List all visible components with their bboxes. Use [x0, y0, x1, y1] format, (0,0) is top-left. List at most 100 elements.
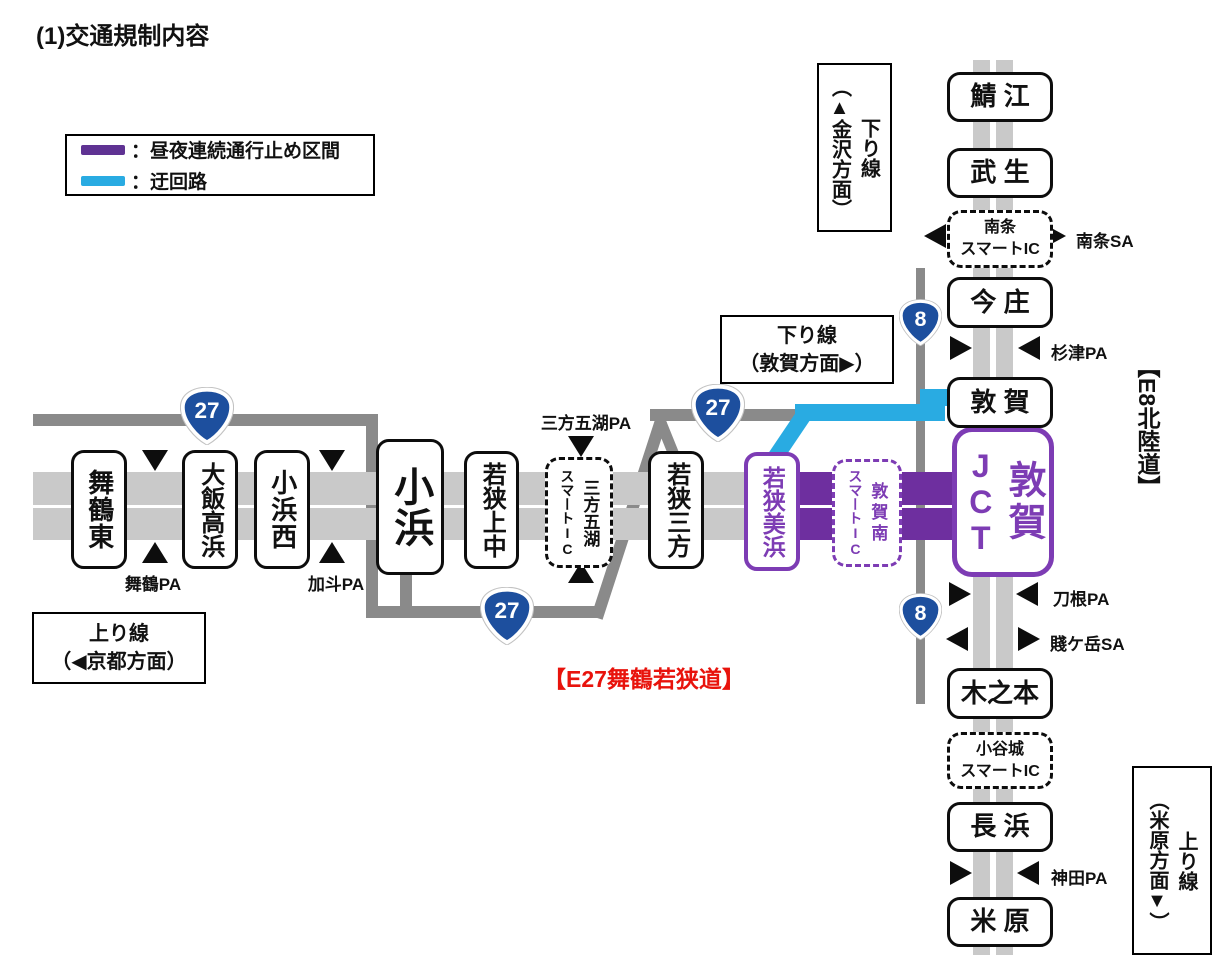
kanda-pa-right-triangle-icon	[1017, 861, 1039, 885]
ic-label: 若狭三方	[662, 462, 690, 558]
route27-number: 27	[705, 395, 730, 420]
direction-text: 上り線 （米原方面▼）	[1143, 776, 1201, 946]
tone-pa-left-triangle-icon	[949, 582, 971, 606]
jct-label: 敦賀	[1002, 460, 1045, 544]
smart-ic-label-sub: スマートIC	[847, 469, 864, 557]
route27-badge-icon: 27	[180, 387, 234, 445]
route8-number: 8	[915, 601, 927, 625]
legend-detour-label: ：迂回路	[131, 172, 208, 193]
legend-closure-label: ：昼夜連続通行止め区間	[131, 141, 341, 162]
direction-line1: 下り線	[857, 117, 880, 178]
jct-label-sub: JCT	[962, 448, 999, 556]
route27-badge-icon: 27	[691, 384, 745, 442]
ic-label: 木之本	[960, 677, 1039, 708]
direction-box-maibara: 上り線 （米原方面▼）	[1132, 766, 1212, 955]
route8-badge-icon: 8	[899, 593, 942, 640]
ic-box-nagahama: 長 浜	[947, 802, 1053, 852]
mikatagoko-pa-label: 三方五湖PA	[540, 414, 632, 433]
maizuru-pa-label: 舞鶴PA	[124, 575, 182, 594]
route27-road-obama-spur	[400, 566, 412, 618]
ic-box-wakasa-mikata: 若狭三方	[648, 451, 704, 569]
route8-number: 8	[915, 307, 927, 331]
ic-box-tsuruga: 敦 賀	[947, 377, 1053, 428]
ic-label: 武 生	[970, 157, 1030, 188]
ic-box-wakasa-kaminaka: 若狭上中	[464, 451, 519, 569]
suizu-pa-right-triangle-icon	[1018, 336, 1040, 360]
kato-pa-up-triangle-icon	[319, 542, 345, 563]
direction-line2: （▲金沢方面）	[828, 76, 851, 219]
smart-ic-label: 南条	[983, 219, 1016, 237]
smart-ic-label-sub: スマートIC	[960, 762, 1040, 780]
detour-swatch-icon	[81, 175, 125, 186]
smart-ic-box-tsuruga-minami: スマートIC 敦賀南	[832, 459, 902, 567]
legend-box: ：昼夜連続通行止め区間 ：迂回路	[65, 134, 375, 196]
mikatagoko-pa-down-triangle-icon	[568, 436, 594, 457]
tone-pa-label: 刀根PA	[1053, 590, 1110, 609]
smart-ic-box-odanijo: 小谷城 スマートIC	[947, 732, 1053, 789]
direction-box-tsuruga: 下り線 （敦賀方面▶）	[720, 315, 894, 384]
direction-line1: 上り線	[1175, 830, 1197, 891]
ic-box-obama: 小浜	[376, 439, 444, 575]
route27-number: 27	[194, 398, 219, 423]
ic-box-maizuru-higashi: 舞鶴東	[71, 450, 127, 569]
kato-pa-label: 加斗PA	[307, 575, 365, 594]
route8-badge-icon: 8	[899, 299, 942, 346]
suizu-pa-left-triangle-icon	[950, 336, 972, 360]
smart-ic-box-nanjo: 南条 スマートIC	[947, 210, 1053, 268]
ic-box-kinomoto: 木之本	[947, 668, 1053, 719]
ic-label: 今 庄	[970, 286, 1030, 317]
direction-line1: 上り線	[89, 623, 149, 645]
ic-box-sabae: 鯖 江	[947, 72, 1053, 122]
direction-line2: （◀京都方面）	[51, 651, 187, 673]
nanjo-left-triangle-icon	[924, 224, 946, 248]
ic-box-imajo: 今 庄	[947, 277, 1053, 328]
shizugatake-sa-left-triangle-icon	[946, 627, 968, 651]
kanda-pa-left-triangle-icon	[950, 861, 972, 885]
smart-ic-box-mikatagoko: スマートIC 三方五湖	[545, 457, 613, 568]
legend-detour-row: ：迂回路	[81, 167, 373, 194]
smart-ic-label: 三方五湖	[580, 478, 600, 547]
ic-label: 舞鶴東	[84, 469, 115, 550]
ic-label: 大飯高浜	[196, 461, 224, 558]
ic-label: 若狭美浜	[759, 465, 786, 558]
maizuru-pa-up-triangle-icon	[142, 542, 168, 563]
ic-label: 小浜西	[267, 469, 298, 550]
direction-box-kyoto: 上り線 （◀京都方面）	[32, 612, 206, 684]
e8-route-name: 【E8北陸道】	[1134, 355, 1160, 499]
ic-label: 長 浜	[970, 811, 1030, 842]
route27-number: 27	[494, 598, 519, 623]
ic-label: 鯖 江	[970, 81, 1030, 112]
maizuru-pa-down-triangle-icon	[142, 450, 168, 471]
tone-pa-right-triangle-icon	[1016, 582, 1038, 606]
detour-horizontal-2	[920, 389, 948, 406]
smart-ic-label: 敦賀南	[868, 481, 888, 545]
page-title: (1)交通規制内容	[36, 23, 210, 50]
e27-route-name: 【E27舞鶴若狭道】	[543, 666, 745, 692]
smart-ic-label-sub: スマートIC	[559, 468, 576, 557]
direction-box-kanazawa: 下り線 （▲金沢方面）	[817, 63, 892, 232]
ic-label: 米 原	[970, 906, 1030, 937]
ic-label: 敦 賀	[970, 386, 1030, 417]
direction-line1: 下り線	[777, 324, 837, 347]
kato-pa-down-triangle-icon	[319, 450, 345, 471]
jct-box-tsuruga: JCT 敦賀	[952, 427, 1054, 577]
kanda-pa-label: 神田PA	[1051, 869, 1108, 888]
suizu-pa-label: 杉津PA	[1051, 344, 1108, 363]
ic-box-wakasa-mihama: 若狭美浜	[744, 452, 800, 571]
direction-line2: （敦賀方面▶）	[739, 352, 875, 375]
ic-box-oi-takahama: 大飯高浜	[182, 450, 238, 569]
detour-horizontal-1	[795, 404, 945, 421]
direction-line2: （米原方面▼）	[1146, 789, 1168, 932]
ic-box-maibara: 米 原	[947, 897, 1053, 947]
shizugatake-sa-right-triangle-icon	[1018, 627, 1040, 651]
closure-swatch-icon	[81, 144, 125, 155]
ic-box-obama-nishi: 小浜西	[254, 450, 310, 569]
ic-label: 若狭上中	[478, 462, 506, 558]
shizugatake-sa-label: 賤ケ岳SA	[1050, 635, 1125, 654]
ic-box-takefu: 武 生	[947, 148, 1053, 198]
smart-ic-label: 小谷城	[975, 740, 1024, 758]
direction-text: 下り線 （▲金沢方面）	[826, 73, 884, 223]
smart-ic-label-sub: スマートIC	[960, 241, 1040, 258]
route27-badge-icon: 27	[480, 587, 534, 645]
